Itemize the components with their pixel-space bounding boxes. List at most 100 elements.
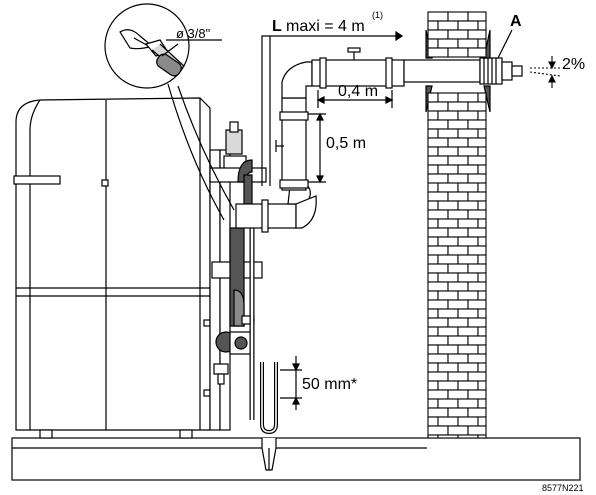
brick (477, 434, 487, 439)
brick (427, 371, 449, 382)
brick (437, 20, 459, 31)
brick (437, 326, 459, 337)
brick (477, 146, 487, 157)
brick (477, 416, 487, 427)
brick (467, 281, 487, 292)
brick (447, 353, 469, 364)
brick (427, 254, 439, 265)
brick (427, 182, 439, 193)
brick (467, 11, 487, 22)
brick (427, 47, 449, 58)
brick (447, 47, 469, 58)
brick (457, 218, 479, 229)
brick (427, 200, 439, 211)
brick (437, 182, 459, 193)
brick (477, 362, 487, 373)
brick (457, 38, 479, 49)
brick (427, 110, 439, 121)
brick (477, 92, 487, 103)
brick (457, 164, 479, 175)
brick (477, 272, 487, 283)
brick (457, 344, 479, 355)
diameter-label: ø 3/8" (176, 26, 211, 41)
brick (427, 209, 449, 220)
brick (437, 164, 459, 175)
brick (427, 398, 439, 409)
brick (437, 236, 459, 247)
horizontal-dimension (316, 90, 394, 108)
length-label: maxi = 4 m (286, 18, 365, 35)
brick (447, 11, 469, 22)
brick (427, 155, 449, 166)
brick (427, 227, 449, 238)
brick (457, 416, 479, 427)
trap-dimension (280, 356, 302, 410)
brick (437, 146, 459, 157)
brick (427, 353, 449, 364)
brick (457, 200, 479, 211)
brick (467, 47, 487, 58)
brick (467, 119, 487, 130)
brick (427, 317, 449, 328)
brick (447, 407, 469, 418)
brick (467, 389, 487, 400)
brick (427, 362, 439, 373)
hydraulic-block (209, 121, 267, 431)
brick (437, 416, 459, 427)
brick (427, 407, 449, 418)
brick (427, 416, 439, 427)
brick (437, 110, 459, 121)
brick (477, 344, 487, 355)
brick (437, 362, 459, 373)
brick (447, 119, 469, 130)
brick (437, 398, 459, 409)
brick (447, 263, 469, 274)
brick (467, 245, 487, 256)
brick (437, 128, 459, 139)
brick (457, 326, 479, 337)
brick (457, 362, 479, 373)
boiler-cabinet (13, 97, 211, 439)
brick (457, 434, 479, 439)
brick (467, 263, 487, 274)
brick (457, 308, 479, 319)
brick (447, 101, 469, 112)
brick (477, 200, 487, 211)
slope-indicator (529, 56, 561, 88)
brick (447, 425, 469, 436)
brick (437, 218, 459, 229)
brick (427, 281, 449, 292)
brick (437, 290, 459, 301)
brick (427, 326, 439, 337)
brick (447, 191, 469, 202)
diameter-callout (104, 3, 235, 221)
brick (427, 299, 449, 310)
brick (437, 38, 459, 49)
brick (427, 119, 449, 130)
brick (467, 191, 487, 202)
brick (467, 29, 487, 40)
brick (467, 407, 487, 418)
brick (447, 371, 469, 382)
brick (427, 101, 449, 112)
brick (427, 191, 449, 202)
brick (447, 317, 469, 328)
brick (427, 389, 449, 400)
brick (437, 434, 459, 439)
brick (477, 398, 487, 409)
brick (457, 290, 479, 301)
brick (467, 209, 487, 220)
brick (467, 317, 487, 328)
brick (447, 299, 469, 310)
brick (427, 434, 439, 439)
brick (447, 209, 469, 220)
brick (477, 182, 487, 193)
brick (427, 173, 449, 184)
brick (467, 155, 487, 166)
brick (457, 110, 479, 121)
brick (437, 254, 459, 265)
brick (427, 425, 449, 436)
brick (427, 245, 449, 256)
brick (457, 380, 479, 391)
brick (467, 173, 487, 184)
